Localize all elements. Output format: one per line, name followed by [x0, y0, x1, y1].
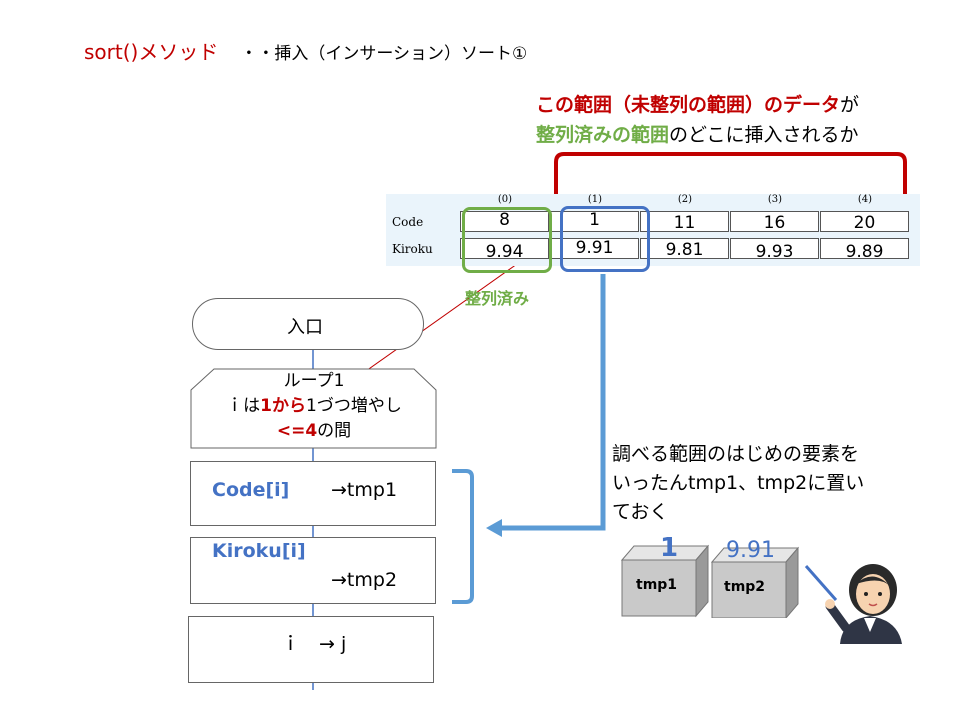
sorted-label: 整列済み	[465, 289, 530, 308]
kiroku-cell: 9.81	[640, 238, 729, 259]
loop-line3: <=4の間	[190, 419, 438, 444]
code-cell: 20	[820, 211, 909, 232]
title-method: sort()メソッド	[84, 40, 219, 64]
loop-while: の間	[317, 421, 352, 441]
tmp-boxes	[620, 544, 800, 618]
slide-title: sort()メソッド ・・挿入（インサーション）ソート①	[84, 36, 527, 65]
index-label: (4)	[857, 194, 873, 205]
index-label: (3)	[767, 194, 783, 205]
note-unsorted-range: この範囲（未整列の範囲）のデータ	[536, 94, 841, 116]
flow-loop: ループ1 ｉは1から1づつ増やし <=4の間	[190, 368, 438, 450]
kiroku-cell: 9.89	[820, 238, 909, 259]
step1-target: →tmp1	[331, 479, 398, 501]
flow-loop-shape	[190, 368, 437, 449]
explanation-text: 調べる範囲のはじめの要素を いったんtmp1、tmp2に置い ておく	[612, 440, 952, 527]
index-label: (2)	[677, 194, 693, 205]
copy-arrow	[500, 274, 606, 531]
pointer-stick	[804, 565, 838, 601]
code-cell: 11	[640, 211, 729, 232]
loop-line2: ｉは1から1づつ増やし	[190, 394, 438, 419]
tmp1-label: tmp1	[636, 577, 678, 593]
loop-step: 1づつ増やし	[306, 396, 402, 416]
row-label-kiroku: Kiroku	[392, 242, 433, 256]
loop-line1: ループ1	[283, 371, 345, 391]
tmp2-value: 9.91	[726, 538, 775, 563]
note-line2-rest: のどこに挿入されるか	[669, 124, 859, 146]
flow-step-assign: ｉ → j	[188, 616, 434, 683]
flow-step-code: Code[i] →tmp1	[190, 461, 436, 526]
steps-bracket	[452, 469, 474, 604]
current-element-highlight	[560, 206, 650, 272]
entry-label: 入口	[287, 317, 323, 338]
index-label: (1)	[587, 194, 603, 205]
explain-line3: ておく	[612, 501, 669, 523]
flow-step-kiroku: Kiroku[i] →tmp2	[190, 537, 436, 604]
step2-var: Kiroku[i]	[212, 540, 306, 562]
explain-line1: 調べる範囲のはじめの要素を	[612, 443, 860, 465]
teacher-illustration	[825, 564, 902, 644]
index-label: (0)	[497, 194, 513, 205]
note-line1-rest: が	[840, 94, 860, 116]
step3-text: ｉ → j	[281, 633, 347, 655]
sorted-range-highlight	[462, 207, 552, 273]
tmp2-label: tmp2	[724, 579, 766, 595]
note-sorted-range: 整列済みの範囲	[536, 124, 670, 146]
loop-var: ｉは	[226, 396, 261, 416]
kiroku-cell: 9.93	[730, 238, 819, 259]
copy-arrowhead	[486, 519, 502, 537]
kiroku-cell: 9.94	[460, 238, 549, 259]
tmp1-value: 1	[660, 533, 679, 563]
unsorted-range-bracket	[554, 152, 907, 196]
row-label-code: Code	[392, 215, 424, 229]
code-cell: 16	[730, 211, 819, 232]
range-note: この範囲（未整列の範囲）のデータが 整列済みの範囲のどこに挿入されるか	[536, 90, 859, 150]
loop-limit: <=4	[276, 421, 318, 441]
loop-start: 1から	[260, 396, 306, 416]
flow-entry: 入口	[192, 298, 424, 350]
code-cell: 8	[460, 211, 549, 232]
step2-target: →tmp2	[331, 569, 398, 591]
kiroku-cell: 9.91	[550, 238, 639, 259]
explain-line2: いったんtmp1、tmp2に置い	[612, 472, 865, 494]
title-subtitle: ・・挿入（インサーション）ソート①	[240, 44, 528, 64]
step1-var: Code[i]	[212, 479, 290, 501]
